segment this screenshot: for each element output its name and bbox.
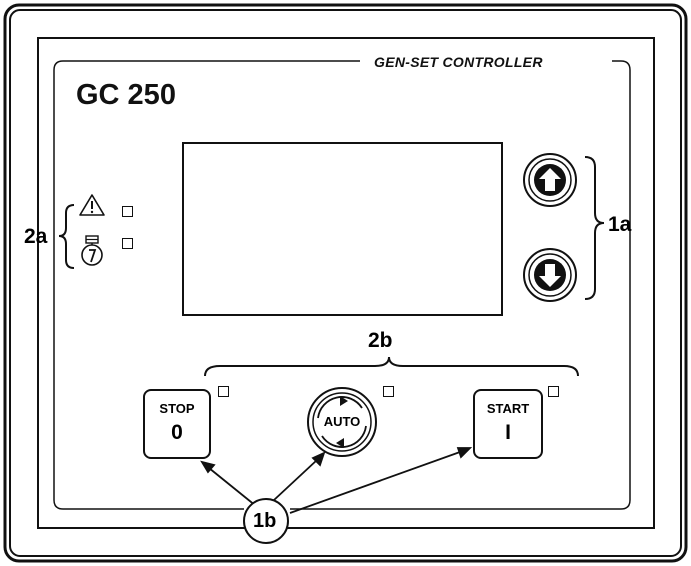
pointer-arrows-1b xyxy=(200,447,473,514)
section-label: GEN-SET CONTROLLER xyxy=(374,54,543,70)
auto-cycle-arrow-bottom xyxy=(336,438,344,448)
down-arrow-icon xyxy=(539,264,561,287)
outer-frame xyxy=(3,3,688,563)
callout-2b: 2b xyxy=(368,329,393,352)
fuel-led xyxy=(122,238,133,249)
panel-inner-border-right xyxy=(290,60,631,510)
down-arrow-button[interactable] xyxy=(523,248,577,302)
panel-frame xyxy=(37,37,655,529)
callout-2a: 2a xyxy=(24,225,48,248)
stop-button-symbol: 0 xyxy=(171,421,183,444)
lcd-display xyxy=(182,142,503,316)
callout-1a: 1a xyxy=(608,213,632,236)
outer-frame-inner xyxy=(9,9,682,557)
panel-inner-border-left xyxy=(53,60,360,510)
auto-cycle-arc-bottom xyxy=(321,425,367,448)
stop-button[interactable]: STOP 0 xyxy=(143,389,211,459)
up-arrow-button[interactable] xyxy=(523,153,577,207)
stop-button-label: STOP xyxy=(159,401,195,416)
brace-1a xyxy=(584,156,605,300)
start-button[interactable]: START I xyxy=(473,389,543,459)
up-arrow-icon xyxy=(539,168,561,191)
marker-1b xyxy=(243,498,289,544)
auto-button[interactable] xyxy=(307,387,377,457)
brace-2a xyxy=(58,204,75,269)
auto-cycle-arrow-top xyxy=(340,396,348,406)
start-led xyxy=(548,386,559,397)
callout-1b: 1b xyxy=(253,510,277,532)
warning-triangle-icon xyxy=(79,194,105,216)
fuel-solenoid-icon xyxy=(81,235,103,266)
auto-led xyxy=(383,386,394,397)
start-button-label: START xyxy=(486,401,530,416)
auto-button-label: AUTO xyxy=(323,414,361,429)
start-button-symbol: I xyxy=(505,421,511,444)
alarm-led xyxy=(122,206,133,217)
stop-led xyxy=(218,386,229,397)
brace-2b xyxy=(204,356,579,377)
model-title: GC 250 xyxy=(76,79,176,111)
auto-cycle-arc-top xyxy=(317,396,363,419)
